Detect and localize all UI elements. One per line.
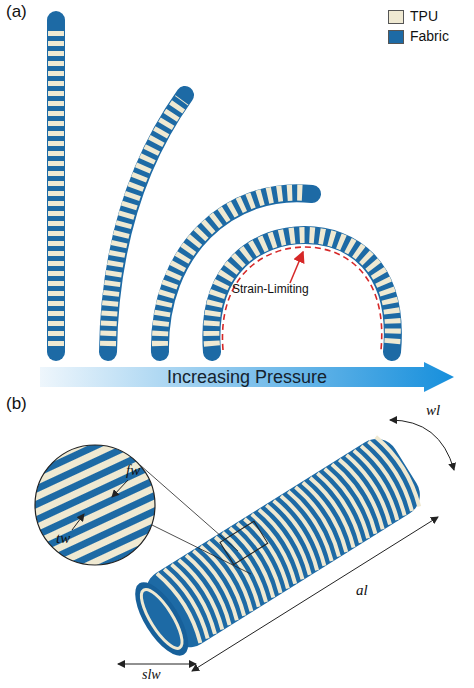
dimension-label: slw	[142, 667, 161, 683]
leader-arrow	[112, 480, 128, 497]
actuator-group	[56, 20, 393, 352]
legend-text: TPU	[410, 8, 438, 24]
tube-end-inner	[134, 584, 189, 653]
arrow-label: Increasing Pressure	[167, 367, 327, 388]
tpu-stripe	[376, 433, 425, 506]
actuator-body	[47, 20, 65, 352]
callout-label: Strain-Limiting	[232, 282, 309, 296]
dimension-label: al	[356, 582, 368, 599]
tpu-stripe	[361, 443, 410, 516]
tpu-stripes	[211, 235, 392, 346]
zoom-box	[220, 521, 268, 564]
dimension-label: tw	[56, 530, 70, 547]
legend-swatch	[388, 30, 404, 44]
leader-arrow	[72, 514, 84, 530]
zoom-circle	[35, 445, 155, 565]
panel-label: (b)	[6, 394, 27, 414]
actuator-body	[108, 95, 185, 352]
tpu-stripes	[48, 26, 64, 346]
actuator-body	[211, 235, 392, 352]
arrow-band	[40, 362, 454, 392]
zoom-leader	[152, 525, 251, 574]
legend-text: Fabric	[410, 28, 449, 44]
strain-limiting-line	[222, 247, 381, 350]
dimension-line	[390, 420, 454, 470]
arrow-text-wrap: Increasing Pressure	[40, 362, 454, 392]
actuator-3d	[125, 431, 428, 664]
tube-end	[125, 574, 198, 663]
dimension-label: fw	[126, 462, 140, 479]
tpu-stripes	[157, 433, 425, 643]
dimension-label: wl	[426, 402, 440, 419]
legend-swatch	[388, 10, 404, 24]
tpu-stripe	[368, 438, 417, 511]
pressure-arrow: Increasing Pressure	[40, 362, 454, 392]
panel-label: (a)	[6, 2, 27, 22]
dimension-line	[118, 664, 196, 665]
dimension-line	[192, 517, 438, 671]
leader-arrow	[290, 252, 303, 283]
